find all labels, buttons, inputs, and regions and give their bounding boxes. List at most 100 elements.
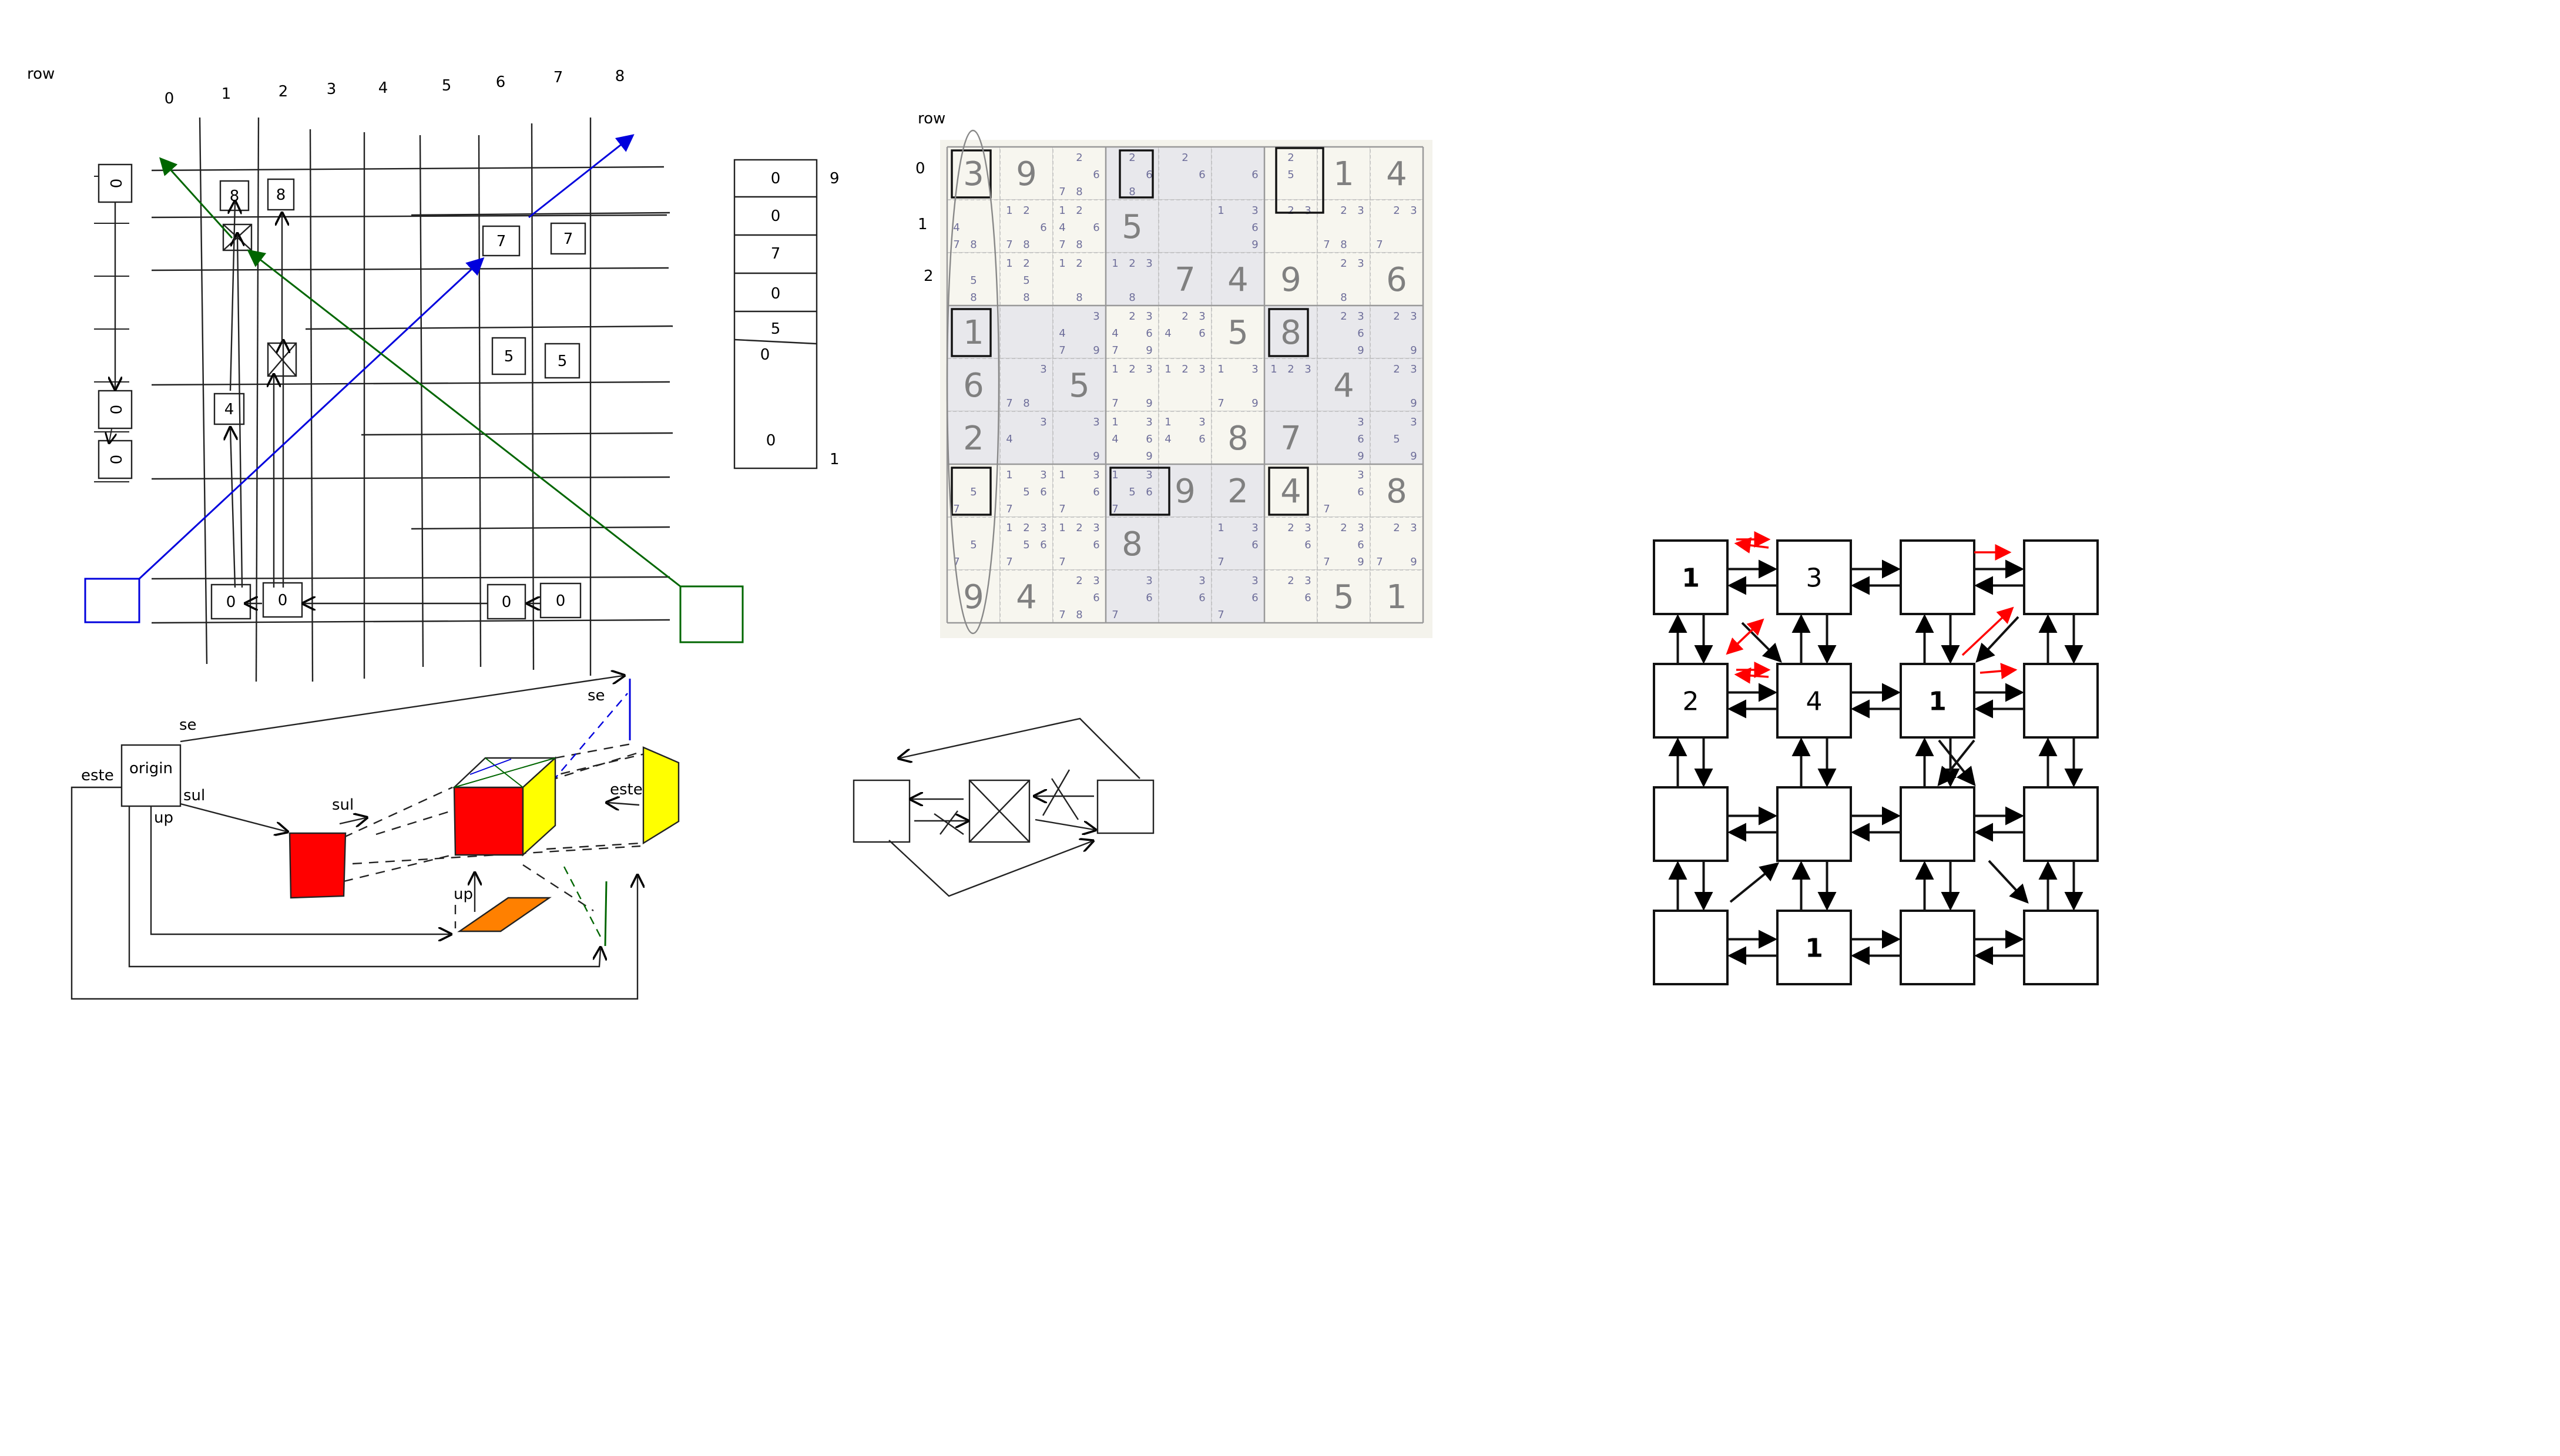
sudoku-cell[interactable] <box>1370 464 1424 518</box>
graph-node[interactable] <box>1653 786 1729 862</box>
sudoku-cell[interactable] <box>1211 464 1265 518</box>
sudoku-cell[interactable] <box>999 569 1053 623</box>
sudoku-candidate: 7 <box>1006 556 1012 568</box>
sudoku-highlight-box <box>951 149 992 199</box>
sudoku-candidate: 2 <box>1287 522 1294 534</box>
sudoku-candidate: 7 <box>1059 186 1065 198</box>
sudoku-cell[interactable] <box>1211 358 1265 412</box>
sudoku-candidate: 6 <box>1199 592 1205 604</box>
sudoku-cell[interactable] <box>1370 358 1424 412</box>
graph-node[interactable] <box>1900 539 1975 615</box>
grid-value-box <box>544 343 581 379</box>
sudoku-candidate: 6 <box>1146 327 1152 340</box>
sudoku-cell[interactable] <box>1105 252 1159 306</box>
graph-highlight-arrow <box>1734 667 1769 684</box>
sudoku-cell[interactable] <box>1211 569 1265 623</box>
yellow-face <box>642 746 680 845</box>
sudoku-candidate: 4 <box>1112 433 1118 445</box>
sudoku-candidate: 2 <box>1129 310 1135 323</box>
sudoku-cell[interactable] <box>999 252 1053 306</box>
graph-node[interactable] <box>2023 663 2099 739</box>
sudoku-cell[interactable] <box>1317 199 1371 253</box>
sudoku-cell[interactable] <box>1105 305 1159 359</box>
sudoku-cell[interactable] <box>1264 252 1318 306</box>
graph-node[interactable] <box>1900 910 1975 985</box>
sudoku-cell[interactable] <box>1317 569 1371 623</box>
sudoku-candidate: 3 <box>1146 575 1152 587</box>
sudoku-candidate: 1 <box>1006 204 1012 217</box>
sudoku-cell[interactable] <box>947 252 1001 306</box>
grid-column-label: 0 <box>165 90 175 108</box>
grid-left-column-boxes: 0 0 0 <box>98 163 133 479</box>
sudoku-cell[interactable] <box>1158 146 1212 200</box>
sudoku-cell[interactable] <box>999 199 1053 253</box>
sudoku-cell[interactable] <box>1105 146 1159 200</box>
sudoku-candidate: 3 <box>1146 257 1152 270</box>
grid-vertical-arrows <box>230 203 541 603</box>
sudoku-cell[interactable] <box>1264 199 1318 253</box>
sudoku-candidate: 3 <box>1252 204 1258 217</box>
sudoku-cell[interactable] <box>947 569 1001 623</box>
sudoku-candidate: 2 <box>1340 310 1347 323</box>
sudoku-given: 7 <box>1280 420 1301 458</box>
sudoku-cell[interactable] <box>999 464 1053 518</box>
sudoku-cell[interactable] <box>947 411 1001 465</box>
sudoku-cell[interactable] <box>1370 252 1424 306</box>
sudoku-cell[interactable] <box>1052 411 1106 465</box>
sudoku-cell[interactable] <box>1211 411 1265 465</box>
graph-arrow <box>1975 616 2019 663</box>
grid-column-label: 5 <box>442 77 452 95</box>
sudoku-candidate: 3 <box>1304 575 1311 587</box>
grid-value-text: 0 <box>278 592 288 609</box>
sudoku-cell[interactable] <box>1158 411 1212 465</box>
sudoku-cell[interactable] <box>1317 252 1371 306</box>
sudoku-cell[interactable] <box>1317 358 1371 412</box>
graph-node-value: 1 <box>1805 934 1823 964</box>
graph-node[interactable] <box>1776 539 1852 615</box>
sudoku-cell[interactable] <box>1105 516 1159 571</box>
sudoku-cell[interactable] <box>1211 305 1265 359</box>
graph-node[interactable] <box>1776 910 1852 985</box>
sudoku-cell[interactable] <box>1052 199 1106 253</box>
stack-cell-value: 5 <box>771 320 781 338</box>
sudoku-cell[interactable] <box>1211 146 1265 200</box>
sudoku-candidate: 9 <box>1410 450 1417 462</box>
sudoku-cell[interactable] <box>999 516 1053 571</box>
graph-node[interactable] <box>2023 786 2099 862</box>
graph-node[interactable] <box>1776 786 1852 862</box>
sudoku-cell[interactable] <box>999 146 1053 200</box>
blue-dashed-line <box>552 693 628 782</box>
sudoku-cell[interactable] <box>999 305 1053 359</box>
sudoku-cell[interactable] <box>1105 569 1159 623</box>
sudoku-cell[interactable] <box>1105 464 1159 518</box>
sudoku-cell[interactable] <box>1158 516 1212 571</box>
sudoku-candidate: 2 <box>1393 363 1400 375</box>
sudoku-candidate: 1 <box>1112 469 1118 481</box>
graph-node[interactable] <box>1653 910 1729 985</box>
sudoku-cell[interactable] <box>1264 411 1318 465</box>
sudoku-cell[interactable] <box>1370 516 1424 571</box>
sudoku-cell[interactable] <box>1052 146 1106 200</box>
graph-node[interactable] <box>1653 539 1729 615</box>
sudoku-cell[interactable] <box>1158 464 1212 518</box>
graph-node[interactable] <box>1900 786 1975 862</box>
sudoku-candidate: 7 <box>1059 344 1065 357</box>
sudoku-candidate: 2 <box>1393 522 1400 534</box>
sudoku-candidate: 9 <box>1252 239 1258 251</box>
sudoku-candidate: 8 <box>1129 291 1135 304</box>
sudoku-cell[interactable] <box>1158 569 1212 623</box>
graph-node[interactable] <box>1776 663 1852 739</box>
graph-node-value: 4 <box>1806 687 1823 717</box>
sudoku-cell[interactable] <box>1052 252 1106 306</box>
sudoku-given: 6 <box>1386 261 1407 299</box>
sudoku-cell[interactable] <box>1158 199 1212 253</box>
sudoku-cell[interactable] <box>1264 569 1318 623</box>
grid-value-text: 0 <box>556 592 566 610</box>
sudoku-cell[interactable] <box>1370 411 1424 465</box>
sudoku-cell[interactable] <box>1052 358 1106 412</box>
graph-node[interactable] <box>2023 539 2099 615</box>
graph-node[interactable] <box>2023 910 2099 985</box>
sudoku-cell[interactable] <box>1158 252 1212 306</box>
